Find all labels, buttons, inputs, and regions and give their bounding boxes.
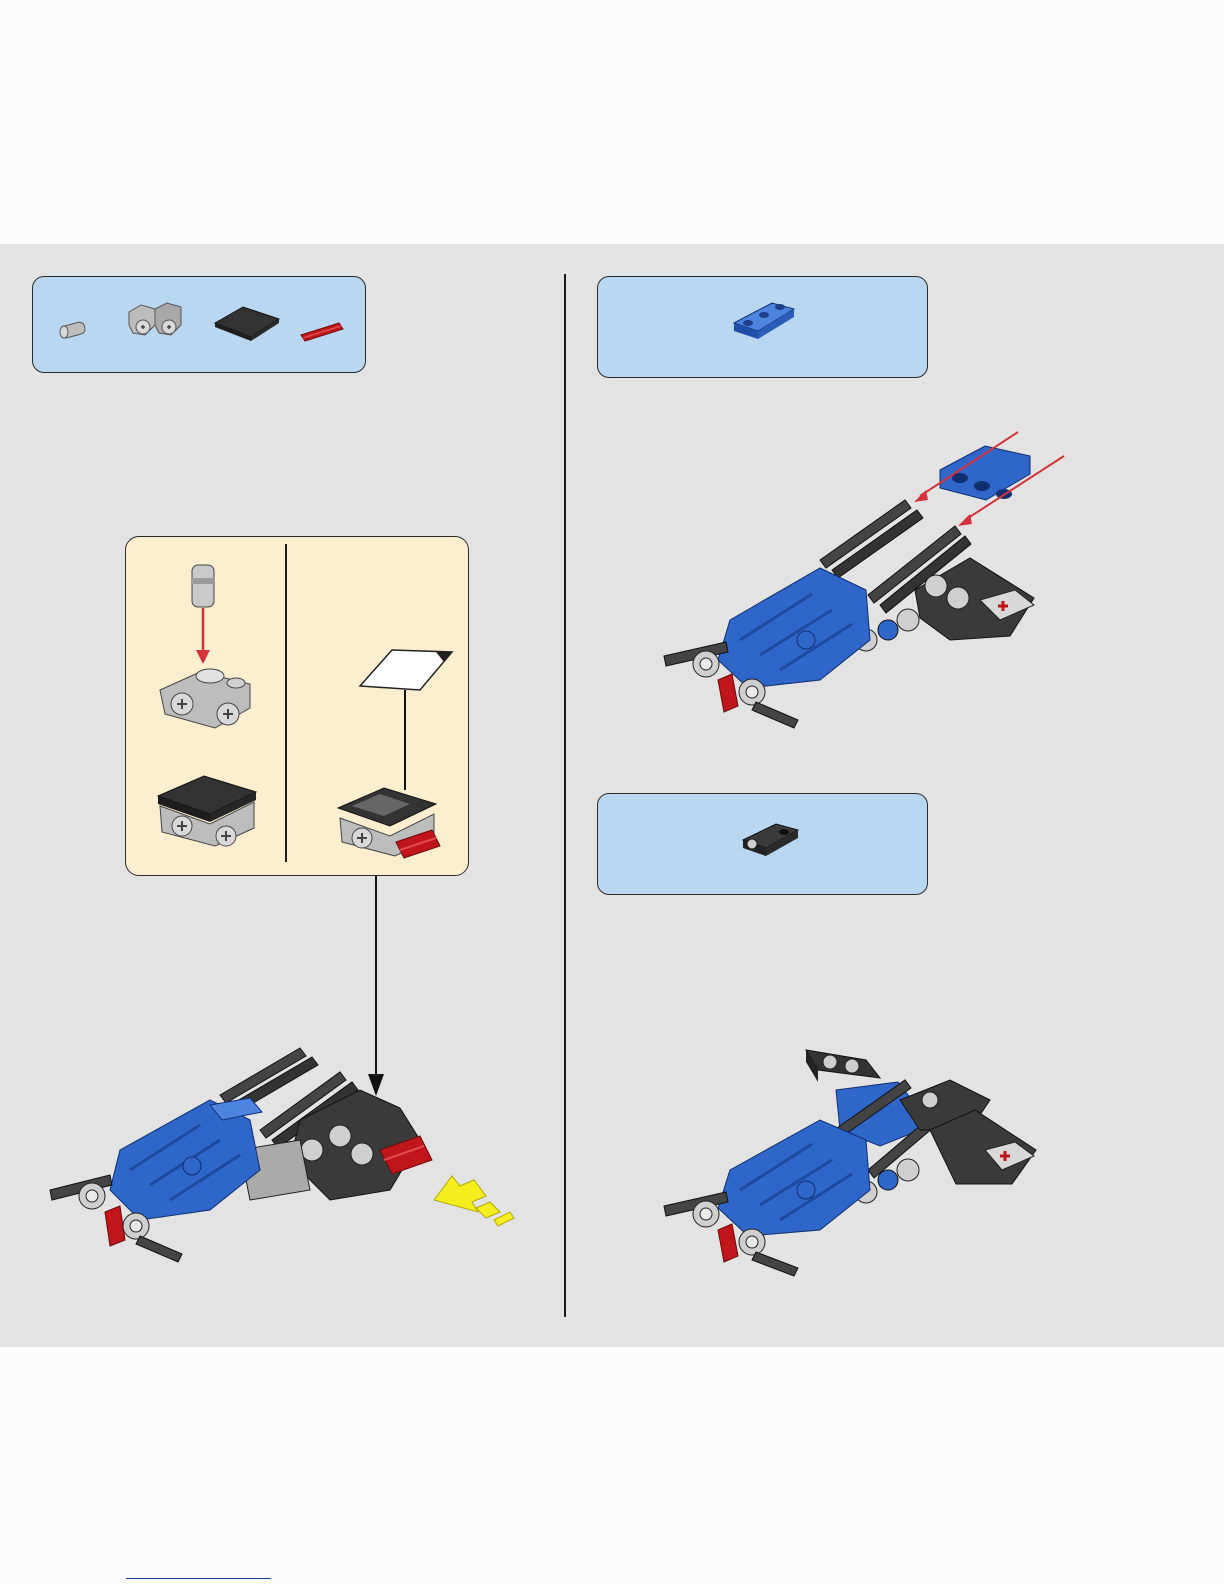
model-step-right-bottom	[664, 1050, 1036, 1276]
footer-link-underline	[126, 1578, 271, 1579]
model-step-right-top	[664, 432, 1064, 728]
